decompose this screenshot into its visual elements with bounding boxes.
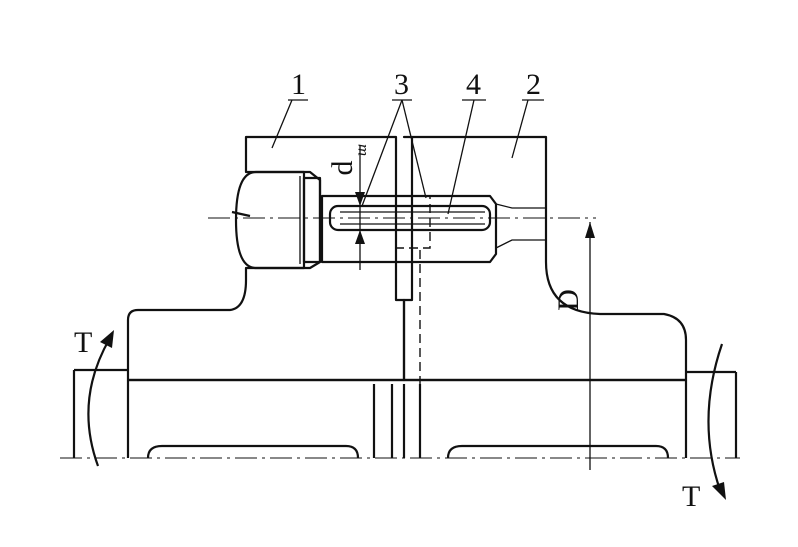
shaft-left-stub [72, 368, 128, 458]
leader-1 [271, 99, 308, 149]
dim-D-arrow [585, 222, 595, 238]
dim-D-label: D [552, 289, 585, 311]
leader-3b [401, 99, 427, 199]
torque-right-label: T [682, 480, 700, 513]
keyway-left [146, 444, 360, 459]
label-part-2: 2 [526, 68, 541, 101]
washer [302, 176, 322, 264]
dim-d-arrow-bottom [355, 230, 365, 244]
nut-slot [231, 210, 251, 218]
dim-d-label: d [326, 161, 359, 176]
dim-d-subscript: ш [353, 144, 370, 156]
torque-left-label: T [74, 326, 92, 359]
torque-right-arrowhead [712, 482, 726, 500]
keyway-right [446, 444, 670, 459]
label-part-1: 1 [291, 68, 306, 101]
sleeve-outline [395, 195, 431, 249]
nut-body [234, 170, 306, 270]
shaft-right-stub [686, 370, 738, 458]
leader-4 [447, 99, 486, 215]
torque-left-arrow [87, 337, 111, 467]
bore-step [495, 203, 547, 249]
torque-left-arrowhead [100, 330, 114, 348]
bolt-bore [320, 194, 498, 264]
gap-slot [372, 384, 422, 458]
left-flange-section [126, 135, 406, 382]
right-flange-section [402, 135, 688, 382]
label-part-4: 4 [466, 68, 481, 101]
leader-2 [511, 99, 544, 159]
dim-d-arrow-top [355, 192, 365, 206]
torque-right-arrow [707, 343, 724, 491]
label-part-3: 3 [394, 68, 409, 101]
